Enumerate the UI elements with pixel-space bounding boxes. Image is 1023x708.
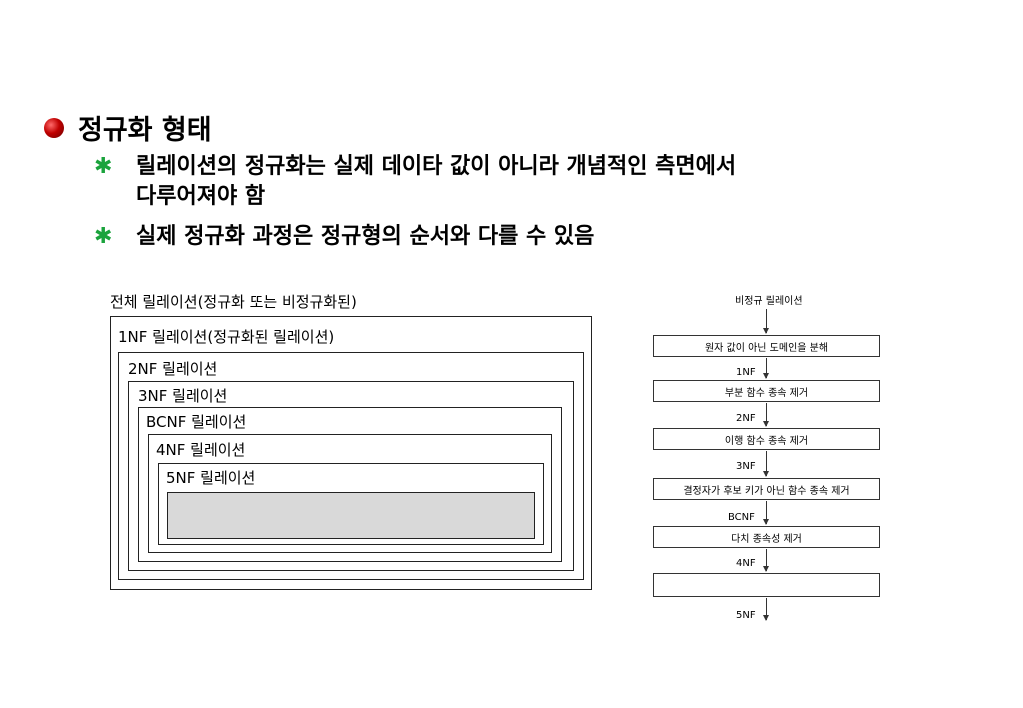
flow-form-3nf: 3NF	[736, 461, 756, 472]
flow-form-1nf: 1NF	[736, 367, 756, 378]
label-4nf: 4NF 릴레이션	[156, 441, 246, 459]
arrow-down-icon	[763, 549, 769, 572]
arrow-down-icon	[763, 309, 769, 334]
section-heading: 정규화 형태	[44, 108, 212, 147]
flow-form-2nf: 2NF	[736, 413, 756, 424]
arrow-down-icon	[763, 598, 769, 621]
flow-step-1: 원자 값이 아닌 도메인을 분해	[653, 335, 880, 357]
flow-step-2-text: 부분 함수 종속 제거	[724, 387, 809, 399]
flow-step-2: 부분 함수 종속 제거	[653, 380, 880, 402]
arrow-down-icon	[763, 451, 769, 477]
flow-step-5: 다치 종속성 제거	[653, 526, 880, 548]
star-bullet-icon: ✱	[94, 224, 113, 249]
flow-form-bcnf: BCNF	[728, 512, 755, 523]
label-2nf: 2NF 릴레이션	[128, 360, 218, 378]
label-3nf: 3NF 릴레이션	[138, 387, 228, 405]
flow-step-3: 이행 함수 종속 제거	[653, 428, 880, 450]
flow-start-label: 비정규 릴레이션	[735, 296, 803, 307]
flow-step-1-text: 원자 값이 아닌 도메인을 분해	[704, 342, 829, 354]
arrow-down-icon	[763, 358, 769, 379]
flow-step-5-text: 다치 종속성 제거	[731, 533, 802, 545]
label-1nf: 1NF 릴레이션(정규화된 릴레이션)	[118, 328, 335, 346]
flow-form-4nf: 4NF	[736, 558, 756, 569]
box-innermost	[167, 492, 535, 539]
bullet-1-line-2: 다루어져야 함	[136, 184, 266, 209]
flow-step-4-text: 결정자가 후보 키가 아닌 함수 종속 제거	[683, 485, 850, 497]
bullet-2-line-1: 실제 정규화 과정은 정규형의 순서와 다를 수 있음	[136, 224, 595, 249]
bullet-1-line-1: 릴레이션의 정규화는 실제 데이타 값이 아니라 개념적인 측면에서	[136, 154, 737, 179]
heading-text: 정규화 형태	[78, 115, 212, 146]
flow-step-6-empty	[653, 573, 880, 597]
arrow-down-icon	[763, 501, 769, 525]
star-bullet-icon: ✱	[94, 154, 113, 179]
nested-diagram-title: 전체 릴레이션(정규화 또는 비정규화된)	[110, 293, 357, 311]
flow-form-5nf: 5NF	[736, 610, 756, 621]
red-bullet-icon	[44, 117, 64, 138]
flow-step-3-text: 이행 함수 종속 제거	[724, 435, 809, 447]
arrow-down-icon	[763, 403, 769, 427]
label-bcnf: BCNF 릴레이션	[146, 413, 247, 431]
label-5nf: 5NF 릴레이션	[166, 469, 256, 487]
flow-step-4: 결정자가 후보 키가 아닌 함수 종속 제거	[653, 478, 880, 500]
